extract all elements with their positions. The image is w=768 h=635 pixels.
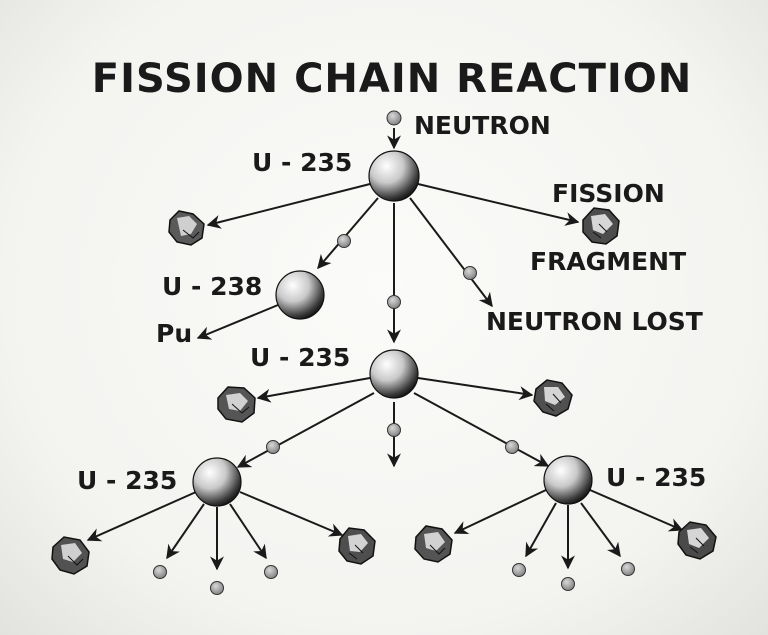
fragment-top-left <box>168 210 205 246</box>
fragment-bl-left <box>51 536 90 575</box>
neutron-lost <box>463 266 477 280</box>
neutrons <box>153 110 635 595</box>
fragment-bl-right <box>338 527 376 565</box>
labels: NEUTRON U - 235 FISSION FRAGMENT U - 238… <box>77 111 706 495</box>
arrow-bl-fragment-left <box>86 491 197 542</box>
arrow-bl-n1 <box>166 503 205 560</box>
nucleus-u235-top <box>368 150 420 202</box>
neutron-bl-3 <box>264 565 278 579</box>
neutron-incoming <box>386 110 402 126</box>
label-pu: Pu <box>156 319 192 348</box>
arrow-br-n1 <box>525 502 557 558</box>
fragment-mid-left <box>217 386 256 423</box>
arrow-to-u238 <box>317 197 379 270</box>
arrow-br-fragment-right <box>589 489 684 532</box>
nucleus-u235-mid <box>369 349 419 399</box>
diagram-title: FISSION CHAIN REACTION <box>92 56 692 102</box>
arrow-to-fragment-right <box>417 183 580 226</box>
fragment-br-left <box>414 525 453 563</box>
arrow-bl-n3 <box>229 503 267 560</box>
neutron-mid-left <box>266 440 280 454</box>
label-u238: U - 238 <box>162 272 262 301</box>
nucleus-u235-left <box>192 457 242 507</box>
arrow-br-n3 <box>580 502 621 558</box>
neutron-bl-1 <box>153 565 167 579</box>
label-neutron-lost: NEUTRON LOST <box>486 307 703 336</box>
label-neutron: NEUTRON <box>414 111 551 140</box>
neutron-center <box>387 295 401 309</box>
arrow-neutron-lost <box>409 197 493 308</box>
fragment-top-right <box>582 207 620 245</box>
fragment-br-right <box>677 521 717 560</box>
arrow-mid-to-left <box>236 392 375 468</box>
arrow-bl-fragment-right <box>239 491 344 537</box>
fragment-mid-right <box>533 379 573 417</box>
arrow-to-pu <box>196 304 279 340</box>
nuclei <box>192 150 593 507</box>
arrow-mid-to-right <box>413 392 550 467</box>
nucleus-u235-right <box>543 455 593 505</box>
neutron-br-2 <box>561 577 575 591</box>
arrow-mid-fragment-left <box>256 377 371 403</box>
fragments <box>51 207 717 575</box>
label-u235-mid: U - 235 <box>250 343 350 372</box>
arrows <box>86 128 684 571</box>
label-fragment: FRAGMENT <box>530 247 686 276</box>
arrow-br-fragment-left <box>453 489 547 534</box>
neutron-mid-right <box>505 440 519 454</box>
label-u235-left: U - 235 <box>77 466 177 495</box>
neutron-br-1 <box>512 563 526 577</box>
label-u235-right: U - 235 <box>606 463 706 492</box>
label-u235-top: U - 235 <box>252 148 352 177</box>
arrow-to-fragment-left <box>206 183 371 229</box>
label-fission: FISSION <box>552 179 665 208</box>
arrow-mid-fragment-right <box>417 377 534 401</box>
nucleus-u238 <box>275 270 325 320</box>
neutron-to-u238 <box>337 234 351 248</box>
neutron-br-3 <box>621 562 635 576</box>
neutron-bl-2 <box>210 581 224 595</box>
neutron-mid-center <box>387 423 401 437</box>
